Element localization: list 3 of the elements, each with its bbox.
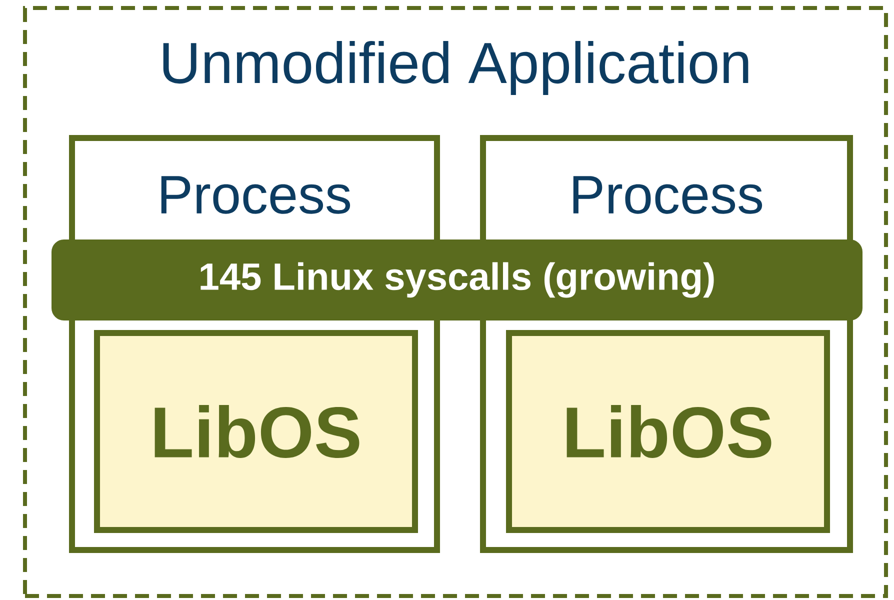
libos-box: LibOS: [506, 330, 830, 533]
syscall-band: 145 Linux syscalls (growing): [52, 240, 862, 320]
libos-box: LibOS: [94, 330, 418, 533]
